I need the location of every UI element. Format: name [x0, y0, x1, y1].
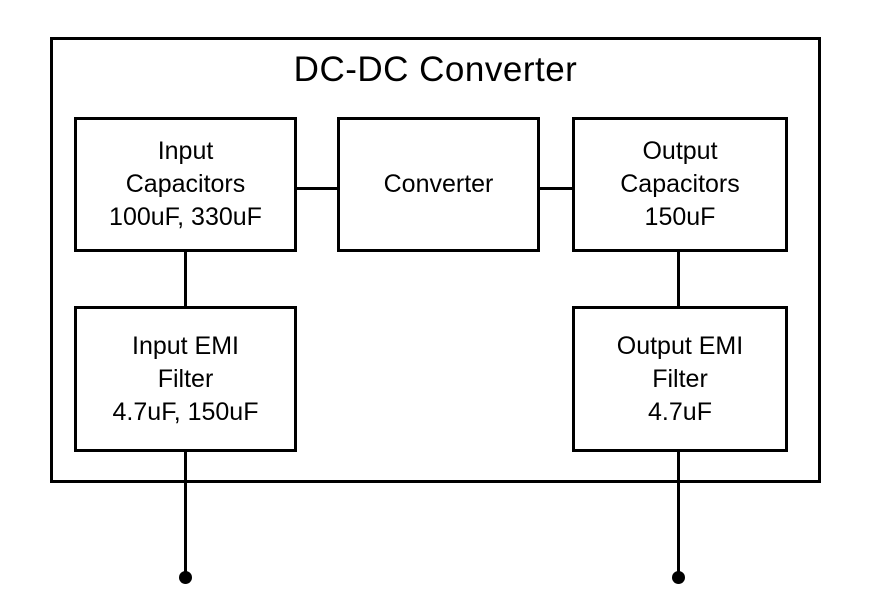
- connector-input-capacitors-to-converter: [297, 187, 337, 190]
- node-label-line: 100uF, 330uF: [109, 203, 262, 231]
- terminal-dot-right: [672, 571, 685, 584]
- node-label-line: Filter: [652, 364, 708, 393]
- output-emi-filter-box: Output EMI Filter 4.7uF: [572, 306, 788, 452]
- node-label-line: Converter: [383, 170, 494, 198]
- node-label-line: 4.7uF: [648, 397, 712, 426]
- node-label-line: Capacitors: [125, 170, 246, 198]
- node-label-line: 150uF: [644, 203, 716, 231]
- output-capacitors-box: Output Capacitors 150uF: [572, 117, 788, 252]
- diagram-title: DC-DC Converter: [293, 50, 578, 89]
- connector-input-capacitors-to-input-emi: [184, 252, 187, 306]
- node-label-line: Output: [642, 137, 718, 165]
- node-label-line: Input EMI: [132, 331, 239, 360]
- connector-input-emi-to-terminal: [184, 452, 187, 577]
- converter-box: Converter: [337, 117, 540, 252]
- connector-output-capacitors-to-output-emi: [677, 252, 680, 306]
- node-label-line: 4.7uF, 150uF: [112, 397, 259, 426]
- node-label-line: Filter: [157, 364, 214, 393]
- input-emi-filter-box: Input EMI Filter 4.7uF, 150uF: [74, 306, 297, 452]
- terminal-dot-left: [179, 571, 192, 584]
- node-label-line: Input: [157, 137, 214, 165]
- input-capacitors-box: Input Capacitors 100uF, 330uF: [74, 117, 297, 252]
- dcdc-converter-boundary-box: [50, 37, 821, 483]
- connector-converter-to-output-capacitors: [540, 187, 572, 190]
- node-label-line: Output EMI: [616, 331, 744, 360]
- connector-output-emi-to-terminal: [677, 452, 680, 577]
- node-label-line: Capacitors: [620, 170, 740, 198]
